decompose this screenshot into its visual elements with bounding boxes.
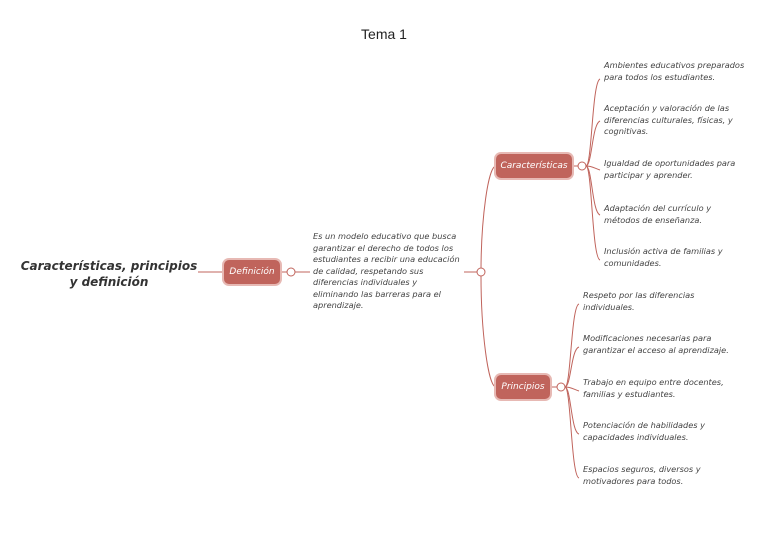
characteristic-item[interactable]: Inclusión activa de familias y comunidad…	[604, 246, 723, 268]
connector-to-characteristics	[480, 165, 497, 273]
definition-text[interactable]: Es un modelo educativo que busca garanti…	[313, 231, 460, 310]
characteristic-item[interactable]: Adaptación del currículo y métodos de en…	[604, 203, 712, 225]
root-topic[interactable]: Características, principios y definición	[20, 259, 198, 289]
characteristic-item[interactable]: Ambientes educativos preparados para tod…	[604, 60, 745, 82]
node-principles[interactable]: Principios	[496, 375, 550, 399]
junction-characteristics	[577, 161, 587, 171]
junction-definition	[286, 267, 296, 277]
principle-item[interactable]: Espacios seguros, diversos y motivadores…	[583, 464, 701, 486]
characteristic-item[interactable]: Aceptación y valoración de las diferenci…	[604, 103, 733, 136]
principle-item[interactable]: Potenciación de habilidades y capacidade…	[583, 420, 705, 442]
node-definition[interactable]: Definición	[224, 260, 280, 284]
node-characteristics[interactable]: Características	[496, 154, 572, 178]
principle-item[interactable]: Trabajo en equipo entre docentes, famili…	[583, 377, 724, 399]
principle-item[interactable]: Respeto por las diferencias individuales…	[583, 290, 695, 312]
connector-to-principles	[480, 275, 497, 388]
characteristic-item[interactable]: Igualdad de oportunidades para participa…	[604, 158, 736, 180]
junction-principles	[556, 382, 566, 392]
page-title: Tema 1	[361, 26, 407, 42]
principle-item[interactable]: Modificaciones necesarias para garantiza…	[583, 333, 729, 355]
junction-branches	[476, 267, 486, 277]
